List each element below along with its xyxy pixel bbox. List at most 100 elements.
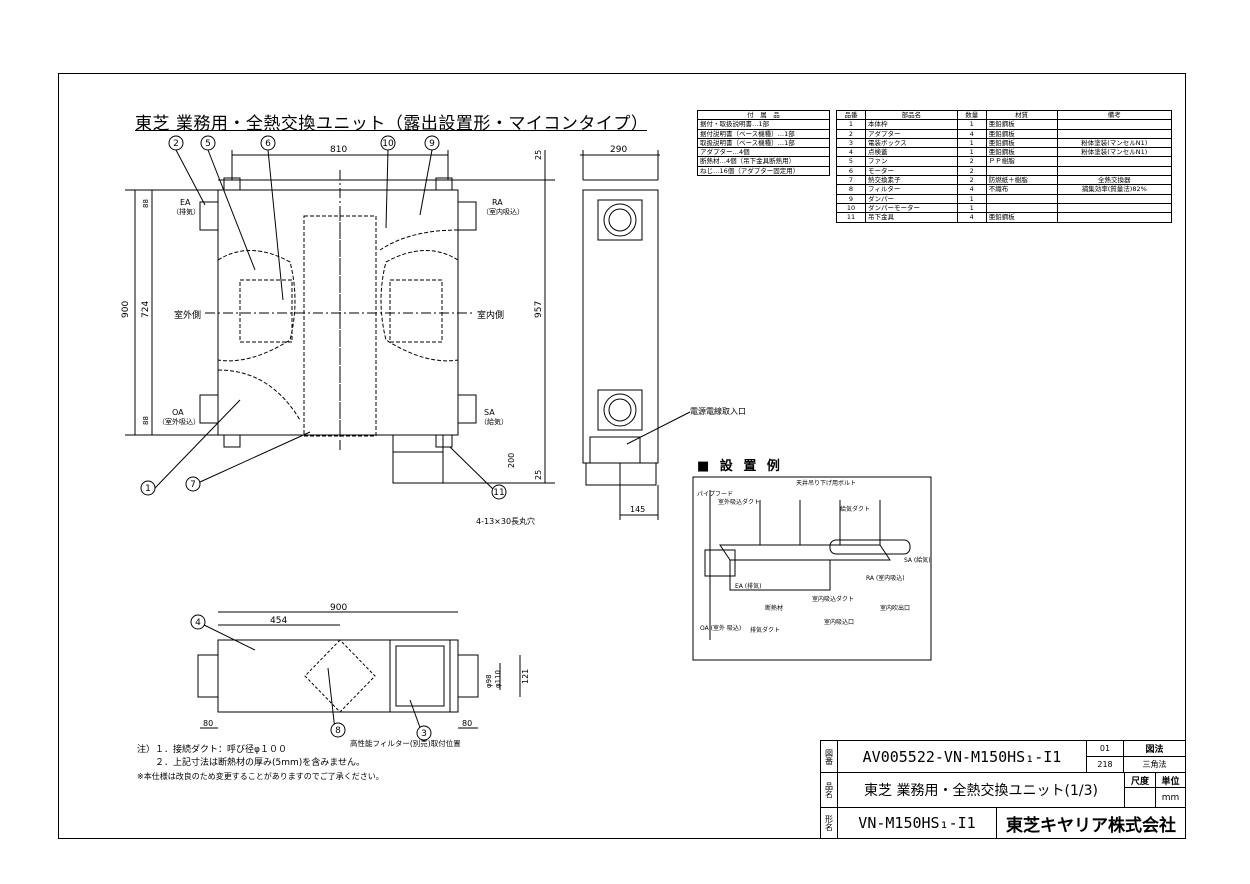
accessory-row: ねじ…16個（アダプター固定用） <box>697 165 830 177</box>
balloon-9: 9 <box>429 139 435 149</box>
label-oa-sub: （室外吸込） <box>158 417 200 426</box>
install-sa: SA (給気) <box>904 556 931 564</box>
parts-header-cell: 品番 <box>836 109 866 121</box>
install-unit <box>729 559 831 591</box>
note-1: 注）１．接続ダクト：呼び径φ１００ <box>137 745 287 755</box>
adapter-oa <box>199 394 219 424</box>
power-cable-label: 電源電線取入口 <box>690 406 746 416</box>
hole-note: 4-13×30長丸穴 <box>476 516 535 526</box>
install-bolt: 天井吊り下げ用ボルト <box>796 479 856 487</box>
accessory-row: 取扱説明書（ベース機種）…1部 <box>697 137 830 149</box>
label-outdoor-side: 室外側 <box>174 309 201 321</box>
fan-left <box>239 279 293 343</box>
balloon-10: 10 <box>382 139 394 149</box>
parts-cell: 9 <box>836 193 866 204</box>
label-sa: SA <box>484 408 495 417</box>
top-electrical-box <box>389 639 451 713</box>
install-indoor-outlet: 室内吹出口 <box>880 604 910 612</box>
parts-cell: 11 <box>836 212 866 223</box>
parts-cell: 7 <box>836 175 866 186</box>
hanger-bottom-left <box>223 434 241 448</box>
tb-rev2: 218 <box>1086 756 1124 773</box>
install-pipe-hood: パイプフード <box>697 491 733 498</box>
parts-cell: 5 <box>836 156 866 167</box>
parts-cell: 2 <box>956 175 987 186</box>
balloon-4: 4 <box>195 618 201 628</box>
accessories-header: 付 属 品 <box>697 109 830 121</box>
hanger-top-right <box>435 177 453 191</box>
dim-121: 121 <box>521 669 530 684</box>
install-example-frame <box>692 476 932 661</box>
note-3: ※本仕様は改良のため変更することがありますのでご了承ください。 <box>137 772 384 781</box>
install-unit-top <box>719 544 891 561</box>
parts-cell: 粉体塗装(マンセルN1) <box>1056 147 1173 158</box>
label-ea-sub: （排気） <box>172 207 200 216</box>
label-ea: EA <box>180 198 191 207</box>
dim-25-bottom: 25 <box>534 470 543 480</box>
dim-80-right: 80 <box>462 719 472 728</box>
note-2: ２．上記寸法は断熱材の厚み(5mm)を含みません。 <box>137 758 366 768</box>
parts-cell: 捕集効率(質量法)82% <box>1056 184 1173 195</box>
adapter-ra <box>457 201 477 231</box>
tb-model: VN-M150HS₁-I1 <box>837 807 997 839</box>
dim-88-bottom: 88 <box>142 416 150 425</box>
parts-cell: 1 <box>956 193 987 204</box>
dim-145: 145 <box>630 505 645 514</box>
top-view-body <box>217 639 459 713</box>
dim-25-top: 25 <box>534 150 543 160</box>
dim-900-top: 900 <box>330 603 347 613</box>
install-indoor-duct: 室内吸込ダクト <box>812 595 854 603</box>
install-example-heading: ■ 設 置 例 <box>697 459 783 474</box>
balloon-3: 3 <box>421 729 427 739</box>
dim-290: 290 <box>610 145 627 155</box>
dim-810: 810 <box>330 145 347 155</box>
accessory-row: 据付説明書（ベース機種）…1部 <box>697 128 830 139</box>
tb-scale-value <box>1124 787 1156 808</box>
tb-drawing-no-label: 図番 <box>820 740 838 773</box>
top-adapter-left <box>197 654 219 698</box>
tb-model-label: 形名 <box>820 807 838 839</box>
label-oa: OA <box>172 408 184 417</box>
install-exhaust-duct: 排気ダクト <box>750 626 780 634</box>
tb-method-label: 図法 <box>1123 740 1186 757</box>
dim-80-left: 80 <box>203 719 213 728</box>
dim-454: 454 <box>270 616 287 626</box>
parts-cell: 6 <box>836 165 866 177</box>
label-indoor-side: 室内側 <box>477 309 504 321</box>
balloon-5: 5 <box>205 139 211 149</box>
balloon-6: 6 <box>265 139 271 149</box>
parts-cell: 1 <box>956 202 987 214</box>
parts-cell: 8 <box>836 184 866 195</box>
title-underline <box>135 130 647 131</box>
drawing-title: 東芝 業務用・全熱交換ユニット（露出設置形・マイコンタイプ） <box>135 114 649 134</box>
install-indoor-inlet: 室内吸込口 <box>824 618 854 626</box>
dim-88-top: 88 <box>142 199 150 208</box>
parts-cell: 1 <box>956 137 987 149</box>
parts-cell: 3 <box>836 137 866 149</box>
parts-cell: 1 <box>836 119 866 130</box>
parts-cell: 全熱交換器 <box>1056 175 1173 186</box>
tb-method: 三角法 <box>1123 756 1186 773</box>
install-insulation: 断熱材 <box>765 604 783 612</box>
parts-cell: 粉体塗装(マンセルN1) <box>1056 137 1173 149</box>
dim-900: 900 <box>121 301 131 318</box>
dim-957: 957 <box>534 301 544 318</box>
parts-cell: 1 <box>956 147 987 158</box>
parts-cell: 2 <box>956 156 987 167</box>
install-oa: OA (室外 吸込) <box>700 624 741 632</box>
dim-phi110: φ110 <box>494 670 502 688</box>
parts-cell: 4 <box>956 128 987 139</box>
accessory-row: 据付・取扱説明書…1部 <box>697 119 830 130</box>
label-sa-sub: （給気） <box>480 417 508 426</box>
label-ra: RA <box>492 198 503 207</box>
tb-rev: 01 <box>1086 740 1124 757</box>
tb-company: 東芝キヤリア株式会社 <box>996 807 1186 839</box>
parts-cell <box>1056 212 1173 223</box>
balloon-2: 2 <box>173 139 179 149</box>
hanger-bottom-right <box>435 434 453 448</box>
balloon-1: 1 <box>145 484 151 494</box>
balloon-8: 8 <box>335 726 341 736</box>
